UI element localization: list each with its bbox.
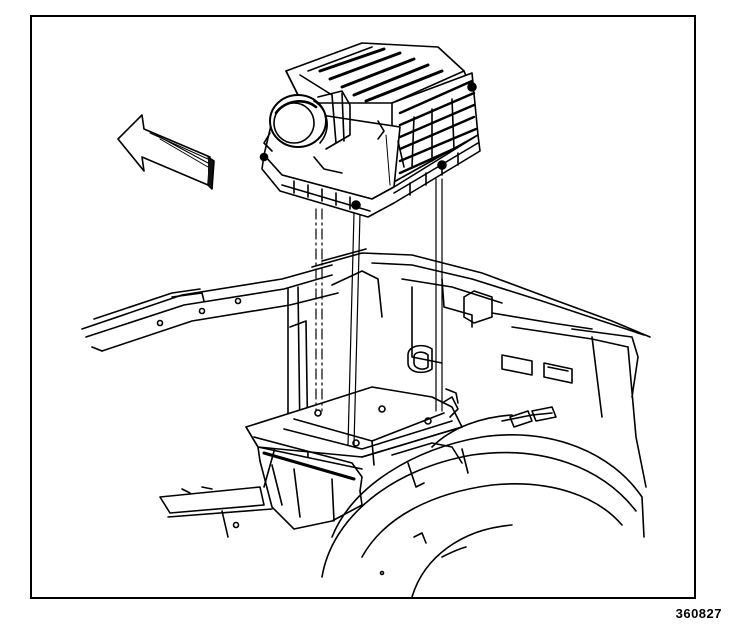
forward-direction-arrow bbox=[117, 114, 215, 190]
fender-well bbox=[321, 406, 645, 597]
alignment-lines bbox=[315, 178, 443, 446]
exploded-view-drawing bbox=[81, 42, 651, 597]
figure-number: 360827 bbox=[675, 606, 722, 621]
diagram-frame bbox=[30, 15, 696, 599]
mounting-tray bbox=[245, 386, 463, 530]
air-cleaner-assembly bbox=[259, 42, 481, 218]
